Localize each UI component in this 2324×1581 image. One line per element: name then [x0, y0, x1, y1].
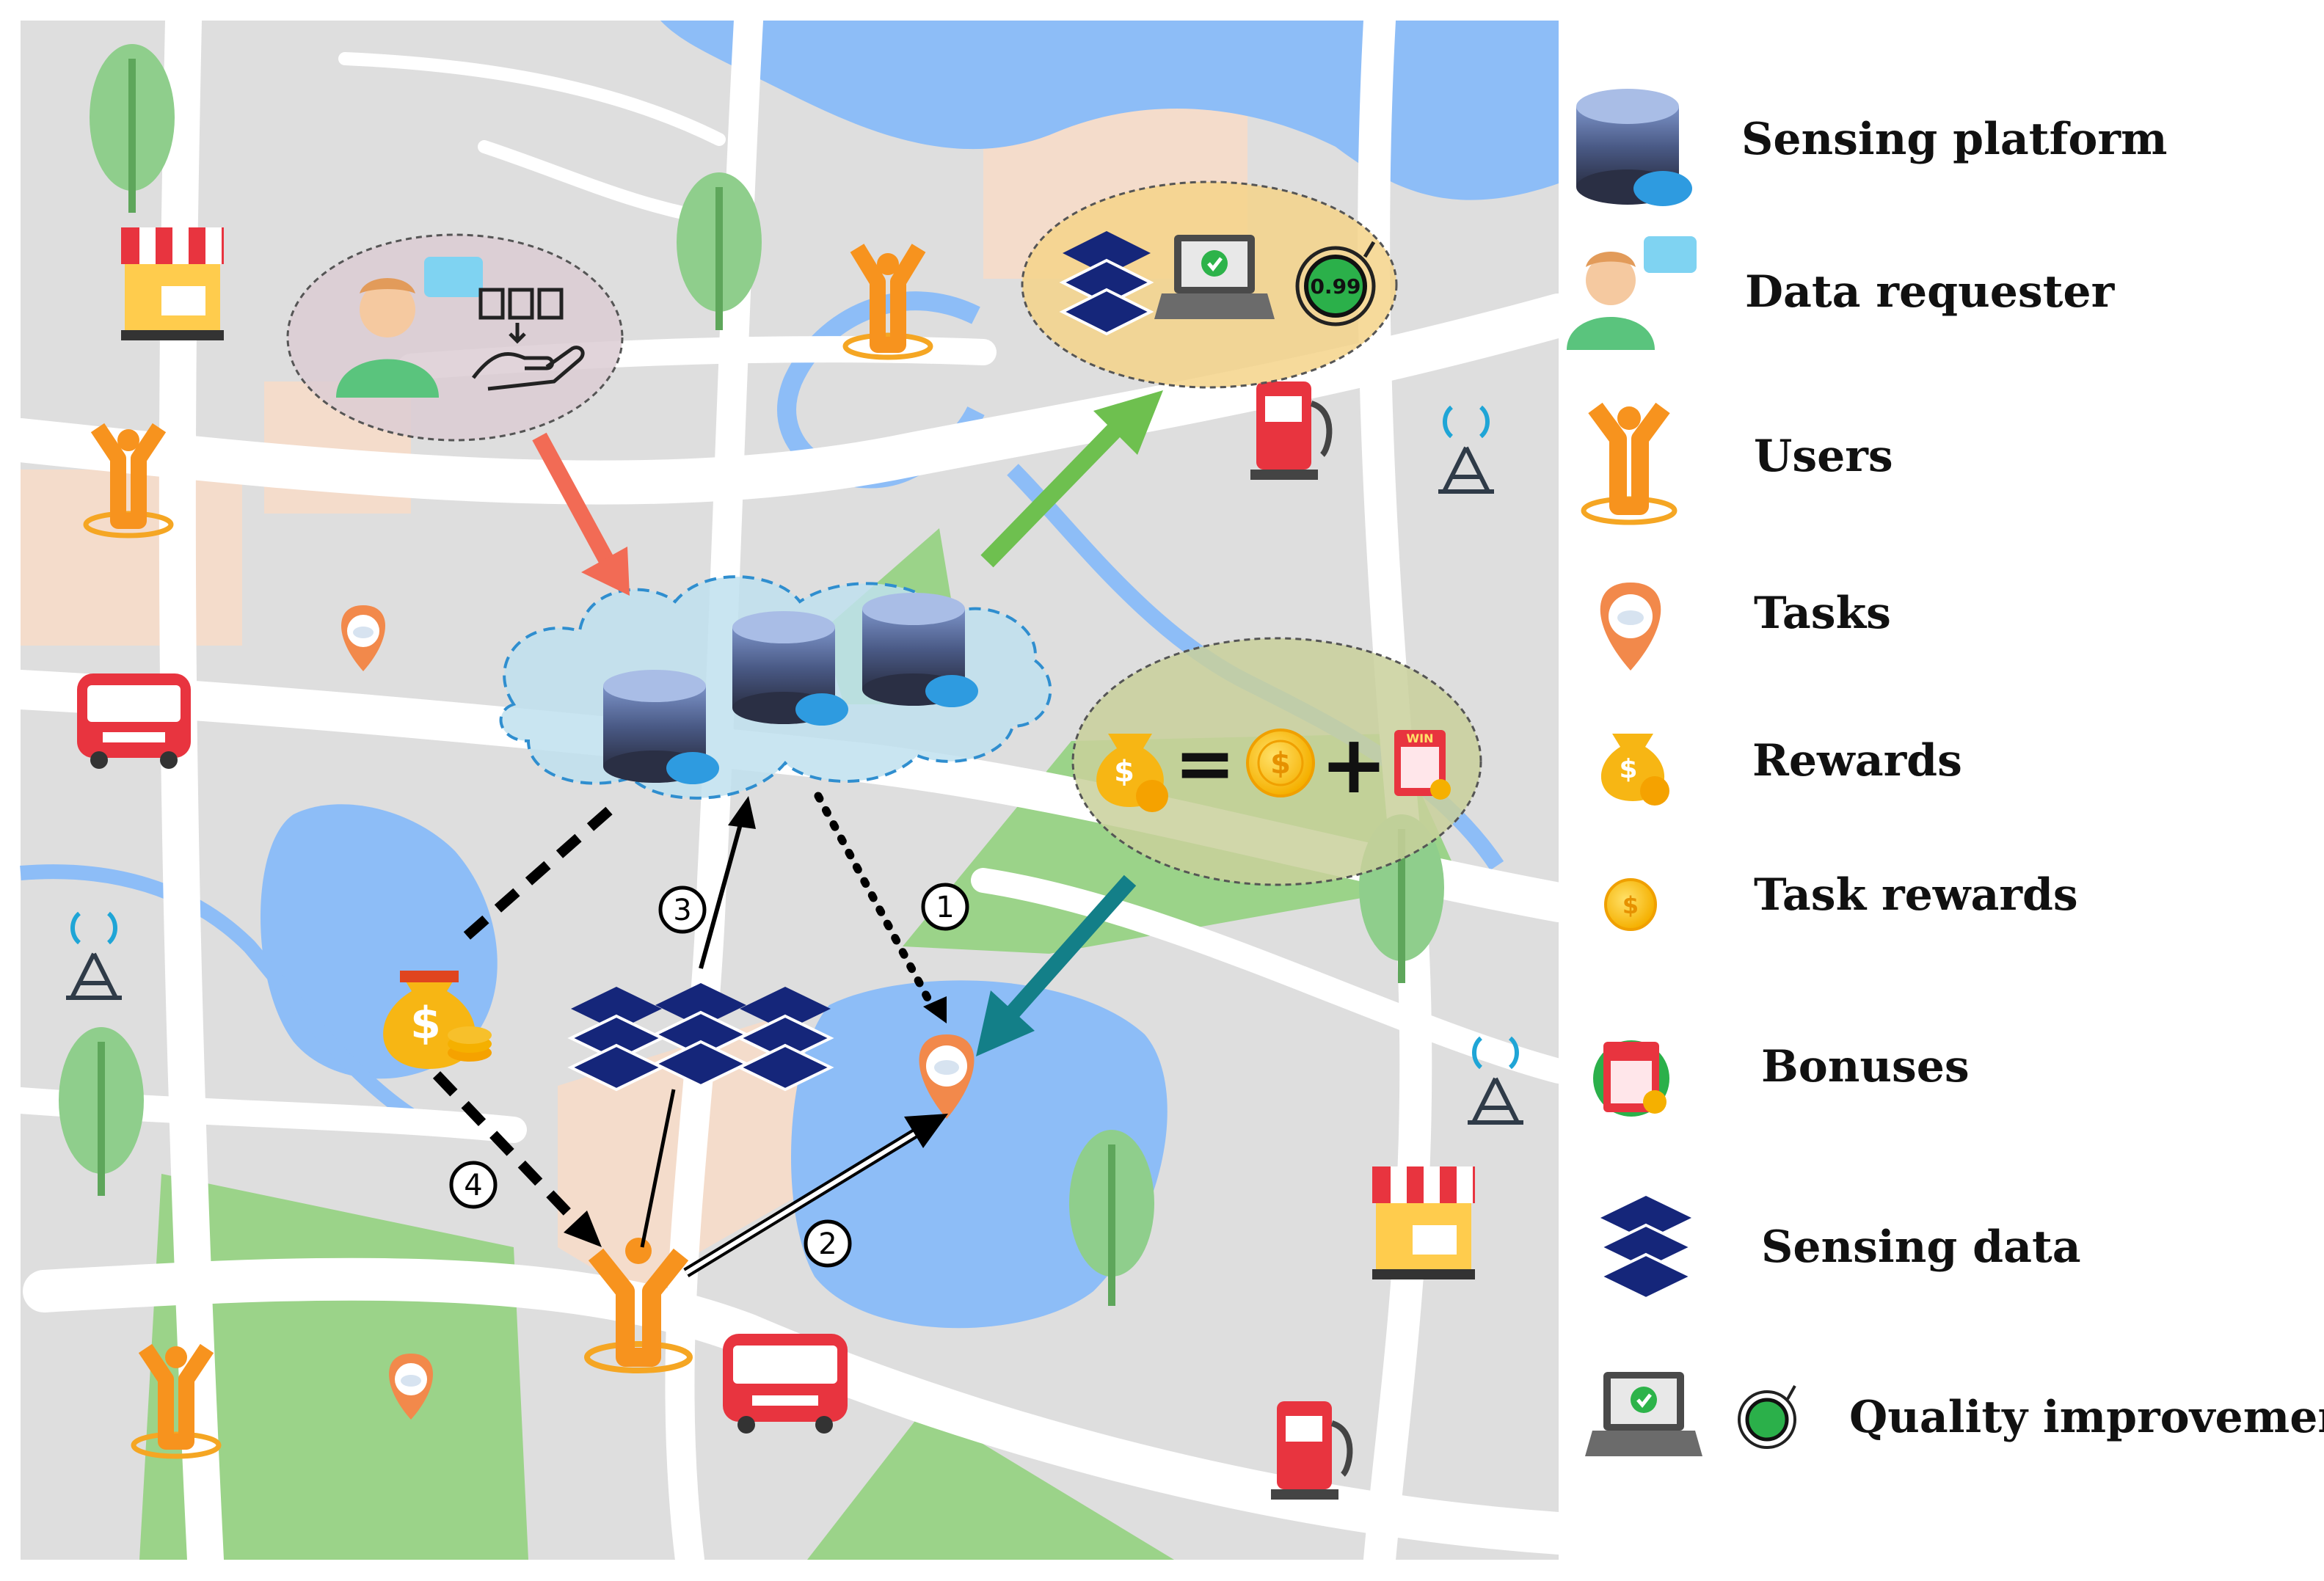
- bus-icon: [77, 673, 191, 769]
- database-cloud-icon: [603, 670, 719, 784]
- user-person-icon: [131, 1343, 222, 1459]
- tree-icon: [90, 44, 175, 213]
- hand-documents-icon: [472, 288, 585, 391]
- legend-user-person-icon: [1581, 402, 1678, 525]
- step-4-label: 4: [449, 1161, 498, 1209]
- legend-label-quality-improvement: Quality improvement: [1849, 1392, 2324, 1443]
- laptop-check-icon: [1154, 235, 1275, 319]
- legend-database-cloud-icon: [1576, 89, 1692, 206]
- step-4-dashed-line: [451, 806, 613, 951]
- lake: [790, 980, 1168, 1329]
- platform-to-quality-arrow: [980, 423, 1122, 568]
- step-2-number: 2: [818, 1227, 837, 1261]
- user-person-icon: [842, 244, 933, 360]
- svg-text:$: $: [410, 998, 441, 1049]
- shop-icon: [1372, 1166, 1475, 1279]
- tree-icon: [1069, 1130, 1154, 1306]
- money-bag-icon: $: [383, 971, 492, 1069]
- legend-label-sensing-platform: Sensing platform: [1741, 114, 2168, 165]
- step-1-arrowhead: [923, 996, 947, 1023]
- step-3-label: 3: [658, 886, 707, 934]
- location-pin-icon: [389, 1354, 433, 1420]
- step-labels: 1 2 3 4: [449, 883, 969, 1268]
- gas-pump-icon: [1271, 1401, 1353, 1500]
- svg-text:$: $: [1270, 747, 1291, 781]
- money-bag-icon: $: [1096, 734, 1168, 812]
- user-to-data-line: [640, 1089, 676, 1248]
- plus-sign: +: [1320, 718, 1388, 811]
- map-users: [83, 244, 933, 1459]
- step-3-arrowhead: [728, 796, 756, 829]
- legend-icons: $ $: [1567, 89, 1796, 1456]
- equals-sign: =: [1174, 720, 1236, 806]
- bus-icon: [723, 1334, 848, 1434]
- legend-person-chat-icon: [1567, 236, 1697, 350]
- legend-coin-icon: $: [1604, 878, 1657, 931]
- reward-to-task-arrowhead: [976, 990, 1035, 1056]
- legend-label-task-rewards: Task rewards: [1754, 869, 2078, 921]
- requester-to-platform-arrowhead: [581, 547, 630, 596]
- location-pin-icon: [919, 1034, 975, 1119]
- person-chat-icon: [336, 257, 483, 398]
- step-3-number: 3: [673, 894, 691, 927]
- step-2-arrowhead: [904, 1114, 948, 1148]
- tree-icon: [677, 172, 762, 330]
- location-pin-icon: [341, 605, 385, 671]
- svg-text:$: $: [1622, 891, 1639, 919]
- bonus-win-text: WIN: [1407, 731, 1434, 745]
- step-1-label: 1: [921, 883, 969, 931]
- legend-laptop-check-icon: [1585, 1372, 1702, 1456]
- legend-label-users: Users: [1754, 431, 1893, 482]
- layers-stack-icon: [567, 987, 666, 1092]
- step-4-dashed-arrow: [432, 1071, 584, 1229]
- layers-stack-icon: [1059, 231, 1154, 336]
- legend-quality-gauge-icon: [1738, 1385, 1796, 1449]
- sensing-platform-cloud: [499, 575, 1052, 800]
- database-cloud-icon: [862, 593, 978, 707]
- legend-label-data-requester: Data requester: [1745, 266, 2115, 318]
- gas-pump-icon: [1250, 381, 1333, 480]
- stream: [20, 864, 415, 1122]
- legend-money-bag-icon: $: [1600, 734, 1669, 806]
- user-person-icon: [83, 423, 174, 538]
- legend-label-rewards: Rewards: [1752, 735, 1962, 786]
- quality-value: 0.99: [1310, 274, 1360, 299]
- step-4-number: 4: [464, 1169, 482, 1202]
- quality-improvement-bubble: 0.99: [1021, 180, 1398, 389]
- coin-icon: $: [1246, 729, 1315, 797]
- platform-to-quality-arrowhead: [1093, 390, 1163, 455]
- map-sensing-data: [567, 983, 834, 1092]
- database-cloud-icon: [732, 611, 848, 726]
- reward-equation-bubble: $ = $ + WIN: [1071, 637, 1482, 886]
- user-person-icon: [584, 1238, 693, 1373]
- map-tasks: [341, 605, 975, 1420]
- data-requester-bubble: [286, 233, 624, 442]
- svg-text:$: $: [1619, 754, 1637, 784]
- river: [660, 21, 1559, 200]
- step-4-arrowhead: [564, 1211, 602, 1247]
- reward-to-task-arrow: [1006, 875, 1137, 1018]
- cell-tower-icon: [66, 405, 1523, 1125]
- step-1-number: 1: [936, 891, 954, 924]
- map-decorations: [59, 44, 1523, 1500]
- legend-layers-stack-icon: [1597, 1196, 1695, 1301]
- step-3-arrow: [699, 821, 743, 969]
- park: [807, 1409, 1174, 1560]
- quality-gauge-icon: 0.99: [1295, 241, 1376, 326]
- requester-to-platform-arrow: [532, 432, 616, 569]
- step-2-label: 2: [804, 1219, 852, 1268]
- svg-text:$: $: [1114, 755, 1134, 789]
- legend-location-pin-icon: [1600, 583, 1661, 671]
- flow-arrows: [432, 390, 1163, 1277]
- lottery-ticket-icon: WIN: [1394, 730, 1451, 800]
- tree-icon: [59, 1027, 144, 1196]
- legend-lottery-ticket-icon: [1593, 1040, 1669, 1117]
- shop-icon: [121, 227, 224, 340]
- legend-label-tasks: Tasks: [1754, 588, 1891, 639]
- legend-label-bonuses: Bonuses: [1761, 1041, 1970, 1092]
- layers-stack-icon: [652, 983, 750, 1088]
- layers-stack-icon: [736, 987, 834, 1092]
- legend-label-sensing-data: Sensing data: [1761, 1222, 2081, 1273]
